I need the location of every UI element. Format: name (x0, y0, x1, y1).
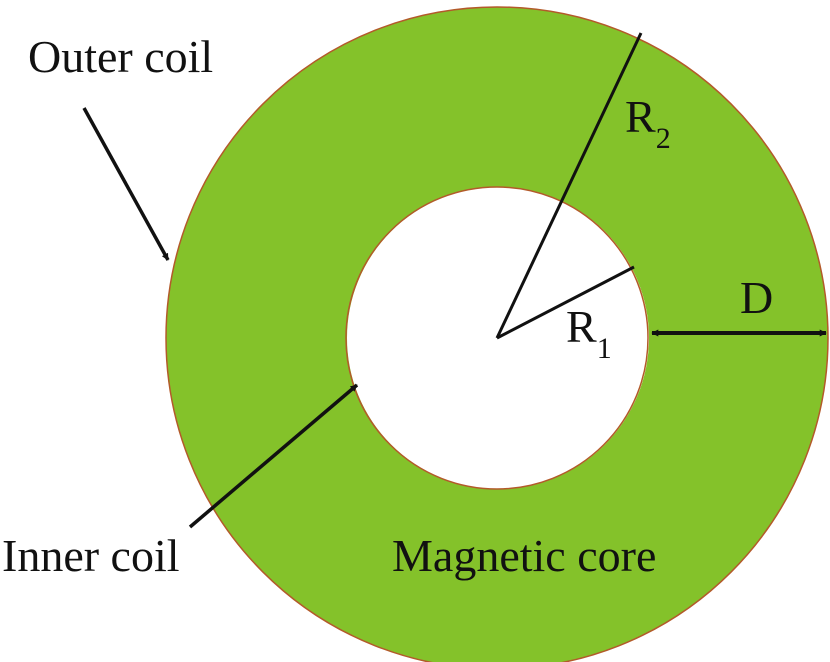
magnetic-core-label: Magnetic core (392, 530, 656, 581)
r2-label-subscript: 2 (656, 122, 671, 155)
r1-label: R1 (566, 301, 612, 365)
radius-r2-line (495, 32, 643, 339)
outer-coil-label: Outer coil (28, 31, 213, 82)
d-label: D (740, 272, 773, 323)
radius-r1-line (496, 265, 635, 340)
r2-label: R2 (625, 91, 671, 155)
outer-coil-pointer-arrow (82, 107, 170, 261)
inner-coil-circle (345, 186, 649, 490)
r1-label-subscript: 1 (597, 332, 612, 365)
magnetic-core-ring (166, 7, 828, 662)
r1-label-main: R (566, 301, 597, 352)
outer-coil-circle (165, 6, 829, 662)
r2-label-main: R (625, 91, 656, 142)
inner-coil-label: Inner coil (2, 530, 180, 581)
inner-coil-pointer-arrow (188, 383, 359, 529)
